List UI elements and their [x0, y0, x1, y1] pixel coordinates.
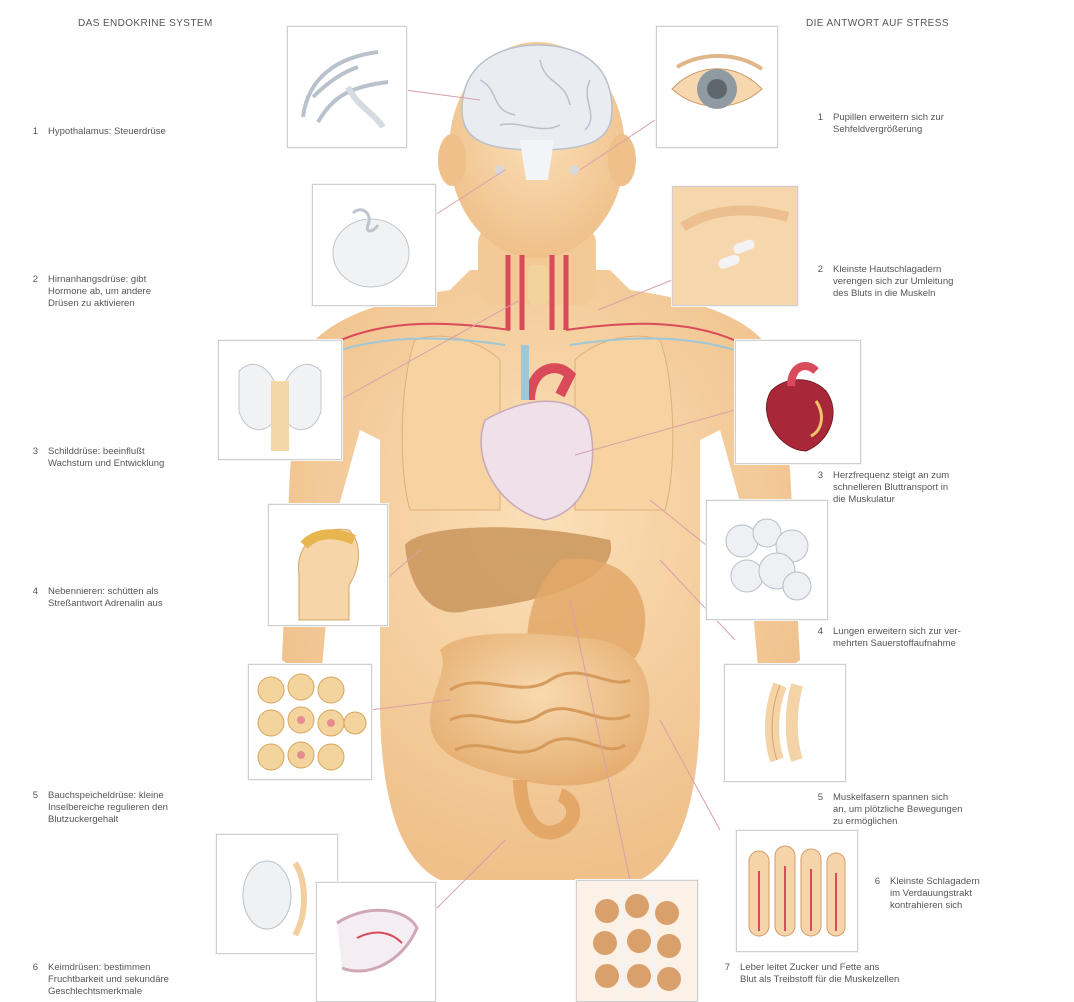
right-label-6: 6 Kleinste Schlagadern im Verdauungstrak…: [872, 876, 980, 912]
label-number: 2: [30, 274, 38, 310]
liver-cells-illustration: [576, 880, 698, 1002]
left-heading: DAS ENDOKRINE SYSTEM: [78, 18, 213, 29]
left-label-1: 1 Hypothalamus: Steuerdrüse: [30, 126, 166, 138]
right-lung: [575, 336, 673, 510]
ear-left: [438, 134, 466, 186]
right-label-5: 5 Muskelfasern spannen sich an, um plötz…: [815, 792, 962, 828]
label-text: Keimdrüsen: bestimmen Fruchtbarkeit und …: [48, 962, 169, 998]
brain: [462, 45, 612, 150]
left-label-3: 3 Schilddrüse: beeinflußt Wachstum und E…: [30, 446, 164, 470]
left-label-6: 6 Keimdrüsen: bestimmen Fruchtbarkeit un…: [30, 962, 169, 998]
label-number: 4: [30, 586, 38, 610]
label-text: Muskelfasern spannen sich an, um plötzli…: [833, 792, 962, 828]
label-number: 4: [815, 626, 823, 650]
label-number: 5: [30, 790, 38, 826]
eye-illustration: [656, 26, 778, 148]
label-number: 2: [815, 264, 823, 300]
right-label-2: 2 Kleinste Hautschlagadern verengen sich…: [815, 264, 953, 300]
skin-vessel-illustration: [672, 186, 798, 306]
left-label-4: 4 Nebennieren: schütten als Streßantwort…: [30, 586, 163, 610]
label-text: Kleinste Hautschlagadern verengen sich z…: [833, 264, 953, 300]
label-number: 7: [722, 962, 730, 986]
heart-illustration: [735, 340, 861, 464]
right-label-1: 1 Pupillen erweitern sich zur Sehfeldver…: [815, 112, 944, 136]
thyroid-illustration: [218, 340, 342, 460]
label-text: Leber leitet Zucker und Fette ans Blut a…: [740, 962, 899, 986]
label-number: 5: [815, 792, 823, 828]
brain-illustration: [287, 26, 407, 148]
right-label-7: 7 Leber leitet Zucker und Fette ans Blut…: [722, 962, 899, 986]
label-number: 1: [30, 126, 38, 138]
label-text: Pupillen erweitern sich zur Sehfeldvergr…: [833, 112, 944, 136]
label-number: 1: [815, 112, 823, 136]
label-text: Hypothalamus: Steuerdrüse: [48, 126, 166, 138]
label-number: 6: [872, 876, 880, 912]
label-number: 6: [30, 962, 38, 998]
right-heading: DIE ANTWORT AUF STRESS: [806, 18, 949, 29]
right-label-3: 3 Herzfrequenz steigt an zum schnelleren…: [815, 470, 949, 506]
adrenal-illustration: [268, 504, 388, 626]
left-label-5: 5 Bauchspeicheldrüse: kleine Inselbereic…: [30, 790, 168, 826]
intestine-vessel-illustration: [736, 830, 858, 952]
ovary-illustration: [316, 882, 436, 1002]
label-number: 3: [30, 446, 38, 470]
label-text: Herzfrequenz steigt an zum schnelleren B…: [833, 470, 949, 506]
label-text: Hirnanhangsdrüse: gibt Hormone ab, um an…: [48, 274, 151, 310]
label-text: Bauchspeicheldrüse: kleine Inselbereiche…: [48, 790, 168, 826]
label-text: Kleinste Schlagadern im Verdauungstrakt …: [890, 876, 980, 912]
right-label-4: 4 Lungen erweitern sich zur ver- mehrten…: [815, 626, 961, 650]
label-text: Nebennieren: schütten als Streßantwort A…: [48, 586, 163, 610]
muscle-fiber-illustration: [724, 664, 846, 782]
left-label-2: 2 Hirnanhangsdrüse: gibt Hormone ab, um …: [30, 274, 151, 310]
pancreas-islets-illustration: [248, 664, 372, 780]
label-text: Lungen erweitern sich zur ver- mehrten S…: [833, 626, 961, 650]
pituitary-illustration: [312, 184, 436, 306]
lung-alveoli-illustration: [706, 500, 828, 620]
label-text: Schilddrüse: beeinflußt Wachstum und Ent…: [48, 446, 164, 470]
